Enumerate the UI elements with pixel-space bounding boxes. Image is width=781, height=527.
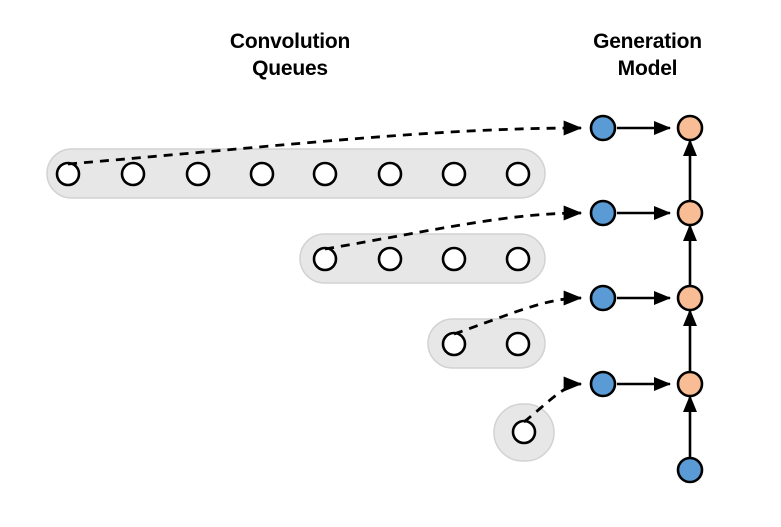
gm-right-node-4[interactable] xyxy=(676,370,704,398)
queue-node-4-1[interactable] xyxy=(511,419,537,445)
dashed-connection-4 xyxy=(523,376,583,424)
page-title-convolution-queues: Convolution Queues xyxy=(229,30,351,80)
dashed-connection-3 xyxy=(453,290,583,336)
queue-node-1-6[interactable] xyxy=(377,161,403,187)
dashed-connections-group xyxy=(67,120,583,424)
queue-node-1-7[interactable] xyxy=(441,161,467,187)
queue-node-1-3[interactable] xyxy=(185,161,211,187)
gm-left-node-1[interactable] xyxy=(589,114,617,142)
queue-pill-2 xyxy=(299,233,546,284)
queue-node-1-4[interactable] xyxy=(249,161,275,187)
dashed-connection-2 xyxy=(324,205,583,251)
queue-node-3-1[interactable] xyxy=(441,331,467,357)
queue-node-1-2[interactable] xyxy=(120,161,146,187)
convolution-queues-group xyxy=(46,148,555,462)
gm-right-node-2[interactable] xyxy=(676,199,704,227)
queue-node-2-2[interactable] xyxy=(377,246,403,272)
gm-left-node-3[interactable] xyxy=(589,284,617,312)
queue-pill-1 xyxy=(46,148,546,199)
queue-node-1-1[interactable] xyxy=(55,161,81,187)
generation-model-group xyxy=(589,114,704,484)
queue-node-2-4[interactable] xyxy=(505,246,531,272)
gm-right-node-3[interactable] xyxy=(676,284,704,312)
queue-node-2-1[interactable] xyxy=(312,246,338,272)
queue-node-2-3[interactable] xyxy=(441,246,467,272)
gm-left-node-2[interactable] xyxy=(589,199,617,227)
gm-right-node-1[interactable] xyxy=(676,114,704,142)
queue-node-1-5[interactable] xyxy=(312,161,338,187)
gm-left-node-4[interactable] xyxy=(589,370,617,398)
dashed-connection-1 xyxy=(67,120,583,166)
gm-right-node-5[interactable] xyxy=(676,456,704,484)
queue-node-3-2[interactable] xyxy=(505,331,531,357)
page-title-generation-model: Generation Model xyxy=(593,30,702,80)
queue-node-1-8[interactable] xyxy=(505,161,531,187)
